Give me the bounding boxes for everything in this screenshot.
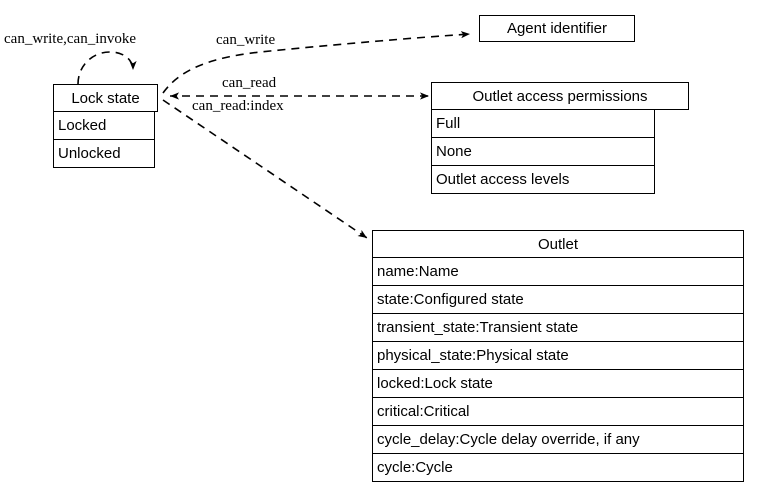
node-lock-state-row-unlocked: Unlocked xyxy=(53,140,155,168)
node-outlet-row-transient-state: transient_state:Transient state xyxy=(372,314,744,342)
node-outlet-access-permissions[interactable]: Outlet access permissions Full None Outl… xyxy=(431,82,689,194)
node-outlet-row-locked: locked:Lock state xyxy=(372,370,744,398)
node-agent-identifier-title: Agent identifier xyxy=(479,15,635,42)
node-outlet-row-cycle-delay: cycle_delay:Cycle delay override, if any xyxy=(372,426,744,454)
node-outlet-row-state: state:Configured state xyxy=(372,286,744,314)
edge-label-can-read-index: can_read:index xyxy=(192,98,284,114)
edge-label-self-loop: can_write,can_invoke xyxy=(4,31,137,47)
node-outlet-access-permissions-row-levels: Outlet access levels xyxy=(431,166,655,194)
edge-label-can-read: can_read xyxy=(222,75,277,91)
node-agent-identifier[interactable]: Agent identifier xyxy=(479,15,635,42)
node-lock-state[interactable]: Lock state Locked Unlocked xyxy=(53,84,158,168)
node-outlet-row-critical: critical:Critical xyxy=(372,398,744,426)
edge-lock-to-agent xyxy=(162,31,471,94)
node-lock-state-title: Lock state xyxy=(53,84,158,112)
node-outlet-access-permissions-title: Outlet access permissions xyxy=(431,82,689,110)
node-outlet-row-cycle: cycle:Cycle xyxy=(372,454,744,482)
node-outlet-title: Outlet xyxy=(372,230,744,258)
node-outlet-access-permissions-row-none: None xyxy=(431,138,655,166)
edge-lock-to-outlet xyxy=(162,99,368,239)
node-outlet-access-permissions-row-full: Full xyxy=(431,110,655,138)
node-lock-state-row-locked: Locked xyxy=(53,112,155,140)
edge-permissions-arrowhead xyxy=(420,92,429,100)
node-outlet-row-physical-state: physical_state:Physical state xyxy=(372,342,744,370)
edge-self-loop xyxy=(77,51,137,85)
edge-label-can-write: can_write xyxy=(216,32,276,48)
node-outlet-row-name: name:Name xyxy=(372,258,744,286)
node-outlet[interactable]: Outlet name:Name state:Configured state … xyxy=(372,230,744,482)
